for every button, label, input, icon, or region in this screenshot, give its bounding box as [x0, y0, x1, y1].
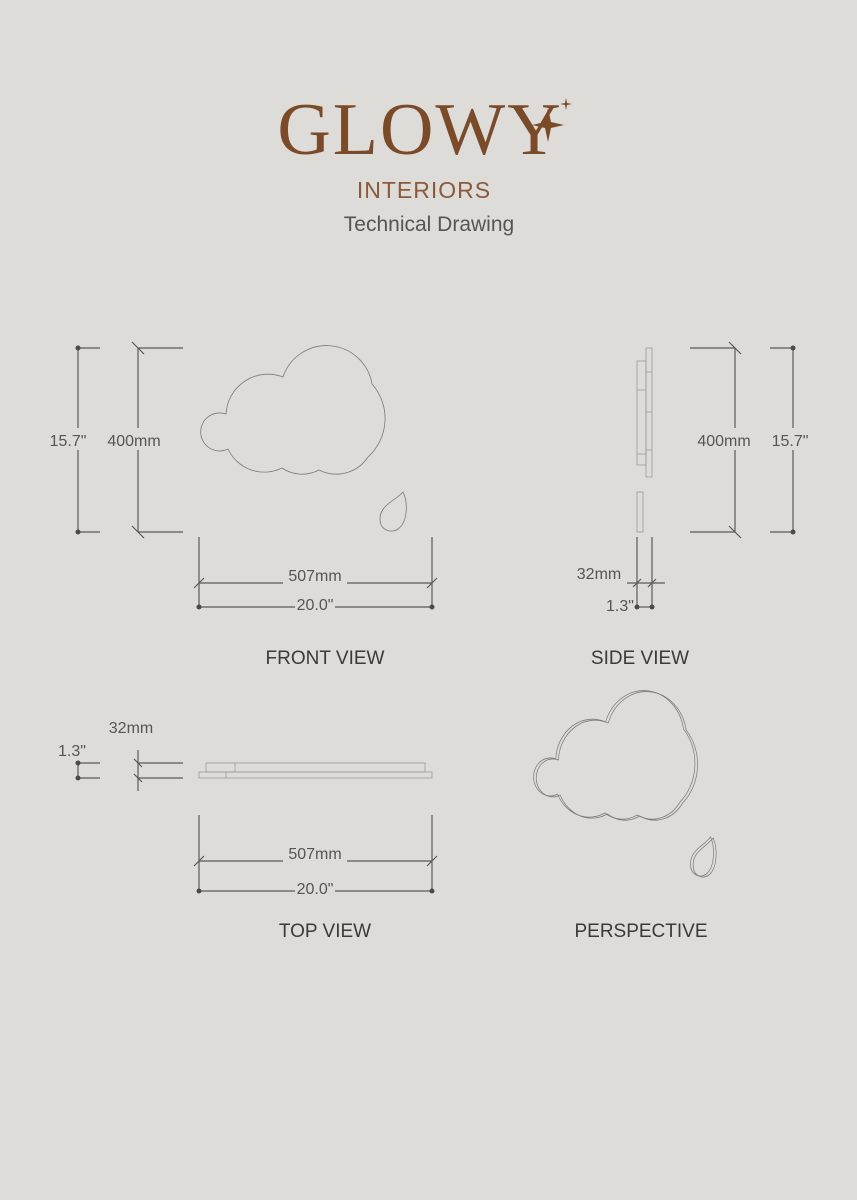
side-view: 400mm 15.7" 32mm 1.3" SIDE VIEW — [577, 341, 809, 669]
cloud-outline — [200, 345, 386, 475]
document-title: Technical Drawing — [344, 213, 514, 236]
height-dimension: 400mm 15.7" — [690, 341, 809, 539]
height-dimension: 15.7" 400mm — [50, 341, 183, 539]
depth-mm: 32mm — [577, 566, 621, 583]
brand-subtitle: INTERIORS — [357, 177, 491, 203]
front-panel — [636, 360, 647, 466]
depth-mm: 32mm — [109, 720, 153, 737]
brand-logo: GLOWY INTERIORS Technical Drawing — [277, 89, 572, 236]
height-inches: 15.7" — [50, 433, 87, 450]
depth-dimension: 32mm 1.3" — [58, 720, 183, 791]
top-view: 32mm 1.3" 507mm 20.0" TOP VIEW — [58, 720, 438, 942]
height-mm: 400mm — [697, 433, 750, 450]
front-view: 15.7" 400mm 507mm 20.0" FRONT VIEW — [50, 341, 438, 669]
width-mm: 507mm — [288, 568, 341, 585]
perspective-view: PERSPECTIVE — [533, 690, 717, 942]
top-view-label: TOP VIEW — [279, 921, 371, 942]
cloud-back-outline — [535, 691, 699, 821]
perspective-label: PERSPECTIVE — [574, 921, 707, 942]
brand-name: GLOWY — [277, 89, 562, 171]
raindrop-outline — [379, 491, 407, 532]
width-inches: 20.0" — [297, 881, 334, 898]
width-dimension: 507mm 20.0" — [193, 537, 438, 614]
depth-inches: 1.3" — [606, 598, 634, 615]
back-panel-top — [198, 771, 433, 779]
front-view-label: FRONT VIEW — [266, 648, 385, 669]
width-mm: 507mm — [288, 846, 341, 863]
width-inches: 20.0" — [297, 597, 334, 614]
height-mm: 400mm — [107, 433, 160, 450]
height-inches: 15.7" — [772, 433, 809, 450]
raindrop-side — [636, 491, 644, 533]
width-dimension: 507mm 20.0" — [193, 815, 438, 898]
front-panel-top — [205, 762, 426, 773]
back-panel — [645, 347, 653, 478]
side-view-label: SIDE VIEW — [591, 648, 689, 669]
depth-dimension: 32mm 1.3" — [577, 537, 665, 615]
depth-inches: 1.3" — [58, 743, 86, 760]
